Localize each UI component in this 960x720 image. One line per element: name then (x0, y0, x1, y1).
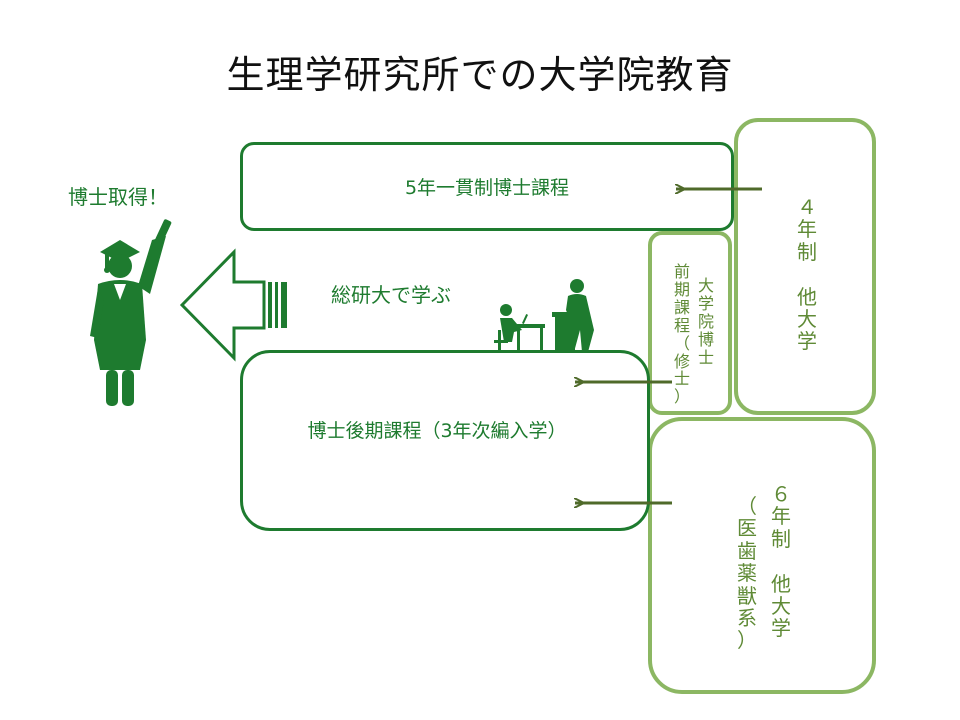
vertical-char: ） (673, 387, 690, 407)
vertical-char: （ (737, 494, 757, 518)
vertical-char: 歯 (737, 538, 757, 563)
vertical-char: 制 (797, 239, 817, 264)
vertical-char: 士 (697, 347, 714, 367)
vertical-char: 大 (797, 306, 817, 331)
vertical-char: 期 (673, 279, 690, 299)
medical-dental-pharma-vet-label: （医歯薬獣系） (734, 495, 760, 652)
vertical-char: ４ (797, 195, 817, 219)
vertical-char: 大 (771, 593, 791, 618)
vertical-char: 年 (797, 217, 817, 242)
vertical-char: 士 (673, 369, 690, 389)
doctoral-later-program-label: 博士後期課程（3年次編入学） (307, 420, 567, 442)
vertical-char: 課 (673, 297, 690, 317)
masters-program-box: 大学院博士 前期課程（修士） (648, 231, 732, 415)
vertical-char: 院 (697, 311, 714, 331)
vertical-char: 大 (697, 276, 714, 295)
vertical-char: 程 (673, 315, 690, 335)
vertical-char: 他 (771, 571, 791, 596)
vertical-char: 学 (797, 329, 817, 354)
study-label: 総研大で学ぶ (331, 283, 451, 307)
vertical-char: 医 (737, 516, 757, 541)
vertical-char: 学 (771, 616, 791, 641)
page-title: 生理学研究所での大学院教育 (226, 53, 734, 97)
large-left-arrow (179, 248, 287, 362)
vertical-char: 前 (673, 262, 690, 281)
vertical-char: 系 (737, 605, 757, 630)
vertical-char: （ (673, 333, 690, 353)
graduate-icon (90, 219, 172, 406)
five-year-program-box: 5年一貫制博士課程 (240, 142, 734, 231)
vertical-char: 獣 (737, 583, 757, 608)
five-year-program-label: 5年一貫制博士課程 (404, 177, 570, 199)
classroom-icon (494, 279, 594, 352)
masters-course-label: 前期課程（修士） (672, 263, 692, 406)
vertical-char: 学 (697, 293, 714, 313)
degree-label: 博士取得！ (68, 185, 168, 209)
vertical-char: 修 (673, 351, 690, 371)
graduate-doctoral-label: 大学院博士 (696, 277, 716, 367)
vertical-char: ） (737, 628, 757, 653)
vertical-char: 薬 (737, 561, 757, 586)
vertical-char: 博 (697, 329, 714, 349)
vertical-char: 他 (797, 284, 817, 309)
vertical-char: 年 (771, 504, 791, 529)
vertical-char: 制 (771, 526, 791, 551)
vertical-char: ６ (771, 482, 791, 506)
